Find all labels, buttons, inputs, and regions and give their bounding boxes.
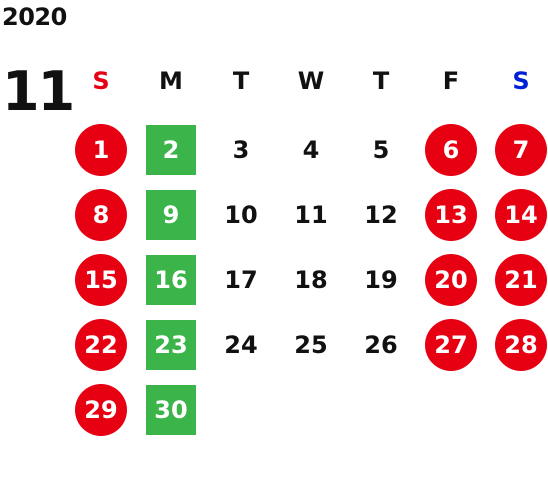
day-cell: 6 [416,117,486,182]
day-cell-empty [346,377,416,442]
day-23: 23 [146,319,196,370]
day-cell-empty [276,377,346,442]
week-row-2: 8 9 10 11 12 13 14 [66,182,548,247]
day-27: 27 [425,318,477,371]
day-10: 10 [224,200,258,229]
day-1: 1 [75,123,127,176]
empty-day [355,384,407,436]
day-2: 2 [146,124,196,175]
day-21: 21 [495,253,547,306]
empty-day [425,384,477,436]
day-24: 24 [224,330,258,359]
day-16: 16 [146,254,196,305]
day-9: 9 [146,189,196,240]
day-13: 13 [425,188,477,241]
day-cell: 18 [276,247,346,312]
day-cell: 24 [206,312,276,377]
weekday-header: S M T W T F S [66,64,548,98]
day-30: 30 [146,384,196,435]
day-4: 4 [302,135,320,164]
day-cell: 25 [276,312,346,377]
day-cell: 11 [276,182,346,247]
weekday-sunday: S [92,67,110,95]
day-28: 28 [495,318,547,371]
day-cell: 17 [206,247,276,312]
day-cell: 26 [346,312,416,377]
day-cell: 16 [136,247,206,312]
day-cell: 1 [66,117,136,182]
day-cell: 10 [206,182,276,247]
day-cell: 2 [136,117,206,182]
day-3: 3 [232,135,250,164]
week-row-1: 1 2 3 4 5 6 7 [66,117,548,182]
day-cell: 22 [66,312,136,377]
day-cell: 28 [486,312,548,377]
day-cell: 30 [136,377,206,442]
day-25: 25 [294,330,328,359]
day-17: 17 [224,265,258,294]
empty-day [285,384,337,436]
day-cell: 23 [136,312,206,377]
day-cell: 9 [136,182,206,247]
month-label: 11 [2,60,75,123]
day-cell: 13 [416,182,486,247]
day-cell: 5 [346,117,416,182]
week-row-5: 29 30 [66,377,548,442]
year-label: 2020 [2,3,67,31]
week-row-3: 15 16 17 18 19 20 21 [66,247,548,312]
weekday-monday: M [159,67,183,95]
day-26: 26 [364,330,398,359]
day-19: 19 [364,265,398,294]
day-cell: 19 [346,247,416,312]
day-6: 6 [425,123,477,176]
day-8: 8 [75,188,127,241]
day-cell: 21 [486,247,548,312]
day-cell-empty [206,377,276,442]
day-cell: 7 [486,117,548,182]
day-11: 11 [294,200,328,229]
day-29: 29 [75,383,127,436]
week-row-4: 22 23 24 25 26 27 28 [66,312,548,377]
day-cell: 3 [206,117,276,182]
weekday-wednesday: W [297,67,325,95]
day-20: 20 [425,253,477,306]
day-22: 22 [75,318,127,371]
day-18: 18 [294,265,328,294]
weekday-tuesday: T [232,67,250,95]
day-5: 5 [372,135,390,164]
day-cell: 14 [486,182,548,247]
day-cell: 12 [346,182,416,247]
day-cell-empty [486,377,548,442]
day-14: 14 [495,188,547,241]
day-15: 15 [75,253,127,306]
day-cell: 4 [276,117,346,182]
weekday-thursday: T [372,67,390,95]
empty-day [495,384,547,436]
empty-day [215,384,267,436]
day-cell: 27 [416,312,486,377]
day-cell-empty [416,377,486,442]
weekday-friday: F [442,67,460,95]
day-cell: 15 [66,247,136,312]
day-cell: 20 [416,247,486,312]
day-cell: 8 [66,182,136,247]
day-12: 12 [364,200,398,229]
weekday-saturday: S [512,67,530,95]
day-cell: 29 [66,377,136,442]
day-7: 7 [495,123,547,176]
